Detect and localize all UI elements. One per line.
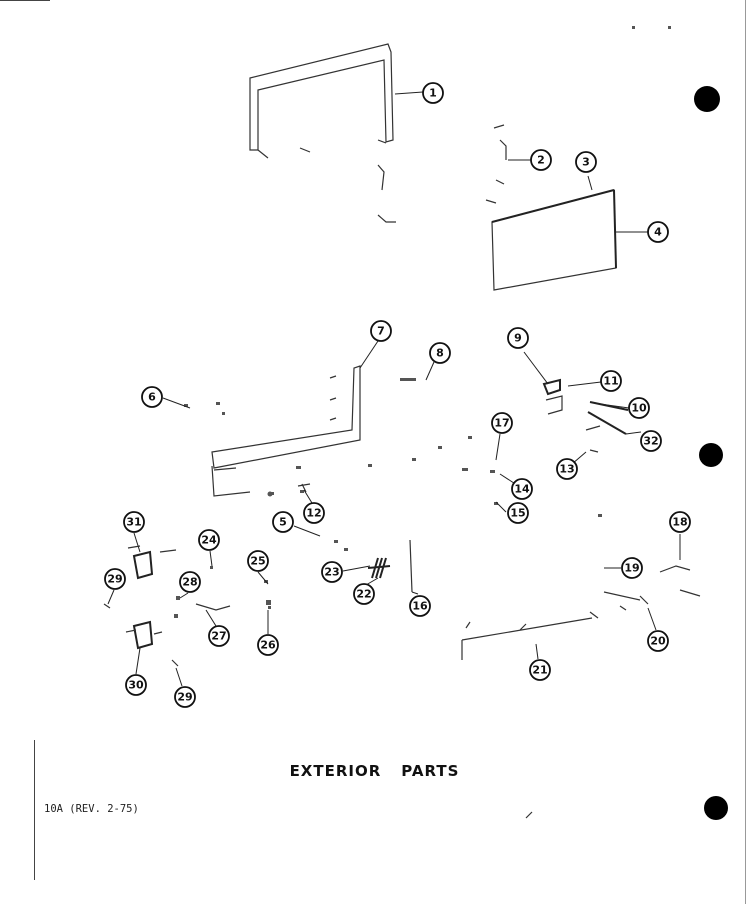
svg-text:30: 30 — [128, 679, 144, 692]
svg-text:3: 3 — [582, 156, 590, 169]
callout-3: 3 — [575, 151, 597, 173]
callout-5: 5 — [272, 511, 294, 533]
callout-17: 17 — [491, 412, 513, 434]
punch-hole-top — [694, 86, 720, 112]
callout-30: 30 — [125, 674, 147, 696]
part-bottom-rail — [461, 611, 599, 660]
leader-lines — [107, 91, 681, 687]
svg-text:9: 9 — [514, 332, 522, 345]
callout-25: 25 — [247, 550, 269, 572]
svg-text:4: 4 — [654, 226, 662, 239]
top-margin-line — [0, 0, 50, 1]
callout-1: 1 — [422, 82, 444, 104]
svg-text:29: 29 — [107, 573, 122, 586]
part-clip — [485, 124, 507, 204]
callout-28: 28 — [179, 571, 201, 593]
svg-text:16: 16 — [412, 600, 428, 613]
callout-2: 2 — [530, 149, 552, 171]
svg-text:31: 31 — [126, 516, 141, 529]
callout-29-lower: 29 — [174, 686, 196, 708]
callout-9: 9 — [507, 327, 529, 349]
svg-text:13: 13 — [559, 463, 574, 476]
stray-mark — [632, 26, 635, 29]
svg-text:15: 15 — [510, 507, 525, 520]
part-spring — [334, 540, 391, 579]
svg-text:2: 2 — [537, 154, 545, 167]
svg-text:32: 32 — [643, 435, 658, 448]
part-hinge-assembly — [103, 545, 271, 667]
svg-text:23: 23 — [324, 566, 339, 579]
callout-15: 15 — [507, 502, 529, 524]
callout-10: 10 — [628, 397, 650, 419]
svg-text:27: 27 — [211, 630, 226, 643]
callout-32: 32 — [640, 430, 662, 452]
svg-text:1: 1 — [429, 87, 437, 100]
callout-21: 21 — [529, 659, 551, 681]
diagram-caption: EXTERIOR PARTS — [0, 762, 749, 780]
svg-text:8: 8 — [436, 347, 444, 360]
stray-mark — [668, 26, 671, 29]
part-chassis-specks — [216, 378, 498, 505]
svg-text:17: 17 — [494, 417, 509, 430]
callout-14: 14 — [511, 478, 533, 500]
part-front-frame — [211, 365, 361, 497]
callout-11: 11 — [600, 370, 622, 392]
svg-text:6: 6 — [148, 391, 156, 404]
svg-text:22: 22 — [356, 588, 371, 601]
part-right-hardware — [598, 514, 701, 611]
callout-24: 24 — [198, 529, 220, 551]
part-top-panel — [249, 43, 396, 223]
svg-text:12: 12 — [306, 507, 321, 520]
callout-23: 23 — [321, 561, 343, 583]
svg-text:7: 7 — [377, 325, 385, 338]
svg-text:14: 14 — [514, 483, 530, 496]
svg-text:25: 25 — [250, 555, 265, 568]
callout-12: 12 — [303, 502, 325, 524]
callout-22: 22 — [353, 583, 375, 605]
svg-text:24: 24 — [201, 534, 217, 547]
callout-4: 4 — [647, 221, 669, 243]
svg-text:19: 19 — [624, 562, 639, 575]
stray-mark — [525, 811, 533, 819]
part-hinge-bracket — [542, 378, 629, 453]
caption-word-exterior: EXTERIOR — [289, 762, 382, 780]
callout-7: 7 — [370, 320, 392, 342]
svg-text:5: 5 — [279, 516, 287, 529]
callout-16: 16 — [409, 595, 431, 617]
svg-text:29: 29 — [177, 691, 192, 704]
left-margin-line — [34, 740, 35, 880]
callout-18: 18 — [669, 511, 691, 533]
punch-hole-bottom — [704, 796, 728, 820]
callout-26: 26 — [257, 634, 279, 656]
right-margin-line — [745, 0, 746, 904]
form-revision-code: 10A (REV. 2-75) — [44, 803, 139, 815]
callout-20: 20 — [647, 630, 669, 652]
svg-text:21: 21 — [532, 664, 547, 677]
part-rod — [409, 539, 413, 593]
callout-29-upper: 29 — [104, 568, 126, 590]
callout-13: 13 — [556, 458, 578, 480]
callout-31: 31 — [123, 511, 145, 533]
svg-text:18: 18 — [672, 516, 687, 529]
callout-8: 8 — [429, 342, 451, 364]
svg-text:10: 10 — [631, 402, 647, 415]
part-side-panel — [491, 189, 617, 291]
svg-text:11: 11 — [603, 375, 618, 388]
callout-6: 6 — [141, 386, 163, 408]
punch-hole-middle — [699, 443, 723, 467]
svg-text:26: 26 — [260, 639, 276, 652]
svg-text:20: 20 — [650, 635, 666, 648]
caption-word-parts: PARTS — [401, 762, 460, 780]
part-screws — [184, 404, 311, 497]
callout-19: 19 — [621, 557, 643, 579]
svg-text:28: 28 — [182, 576, 197, 589]
callout-27: 27 — [208, 625, 230, 647]
